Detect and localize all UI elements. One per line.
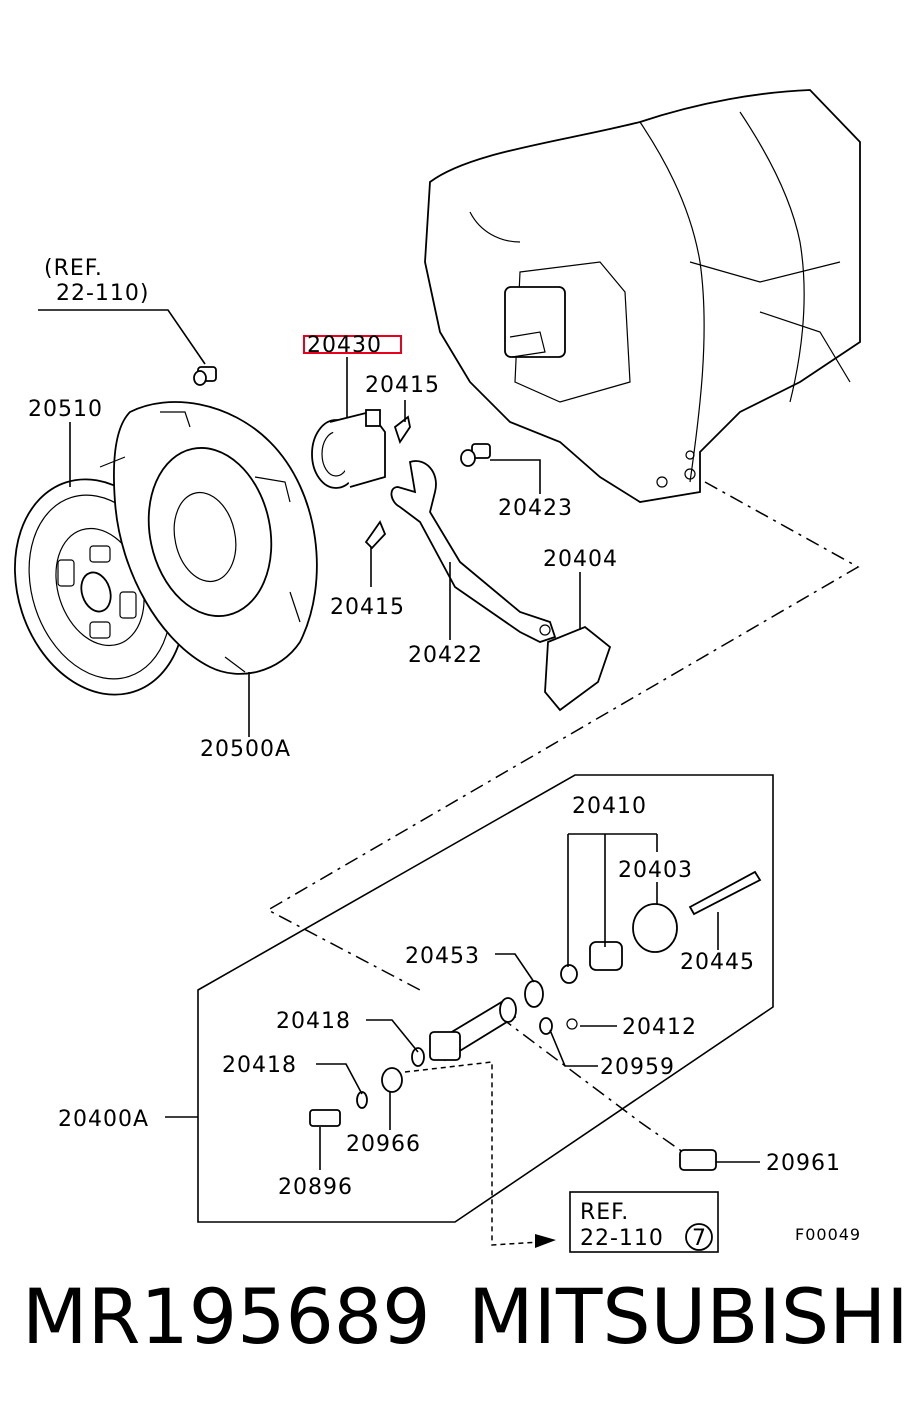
label-20966: 20966 <box>346 1132 421 1157</box>
clip-20415-bottom <box>364 520 387 550</box>
highlight-box-20430 <box>303 335 402 354</box>
transmission-housing <box>424 89 861 503</box>
label-ref-box-circle: 7 <box>692 1226 707 1251</box>
assembly-phantom-line <box>266 481 860 991</box>
label-20404: 20404 <box>543 547 618 572</box>
label-ref-box-line2: 22-110 <box>580 1226 664 1251</box>
label-20510: 20510 <box>28 397 103 422</box>
label-20961: 20961 <box>766 1151 841 1176</box>
brand-name: MITSUBISHI <box>468 1272 909 1361</box>
label-20423: 20423 <box>498 496 573 521</box>
label-20445: 20445 <box>680 950 755 975</box>
clutch-cover-20500A <box>99 401 318 675</box>
label-20403: 20403 <box>618 858 693 883</box>
footer: MR195689 MITSUBISHI <box>0 1262 909 1372</box>
boot-20404 <box>544 625 612 712</box>
slave-cylinder-parts <box>309 870 762 1171</box>
label-20412: 20412 <box>622 1015 697 1040</box>
label-20430: 20430 <box>307 333 382 358</box>
label-ref-top-line1: (REF. <box>44 256 103 281</box>
pin-ref <box>193 366 217 386</box>
label-20410: 20410 <box>572 794 647 819</box>
ref-arrow-head <box>535 1234 556 1248</box>
label-ref-box-line1: REF. <box>580 1200 629 1225</box>
ref-box <box>569 1191 719 1253</box>
release-bearing-20430 <box>311 409 386 489</box>
label-20500A: 20500A <box>200 737 291 762</box>
assembly-phantom-line-2 <box>499 1016 691 1158</box>
label-20453: 20453 <box>405 944 480 969</box>
clip-20415-top <box>393 415 411 445</box>
figure-code: F00049 <box>795 1225 861 1244</box>
label-20415-bottom: 20415 <box>330 595 405 620</box>
label-ref-top-line2: 22-110) <box>56 281 150 306</box>
leader-lines <box>38 309 760 1170</box>
ref-arrow-line <box>404 1061 541 1246</box>
slave-cylinder-assembly-frame <box>197 774 774 1223</box>
release-fork-20422 <box>390 460 557 643</box>
label-20418-b: 20418 <box>222 1053 297 1078</box>
bolt-20423 <box>460 443 491 467</box>
label-20959: 20959 <box>600 1055 675 1080</box>
label-20400A: 20400A <box>58 1107 149 1132</box>
label-20418-a: 20418 <box>276 1009 351 1034</box>
ref-box-circle <box>685 1223 713 1251</box>
label-20422: 20422 <box>408 643 483 668</box>
label-20896: 20896 <box>278 1175 353 1200</box>
label-20415-top: 20415 <box>365 373 440 398</box>
part-number: MR195689 <box>22 1272 431 1361</box>
